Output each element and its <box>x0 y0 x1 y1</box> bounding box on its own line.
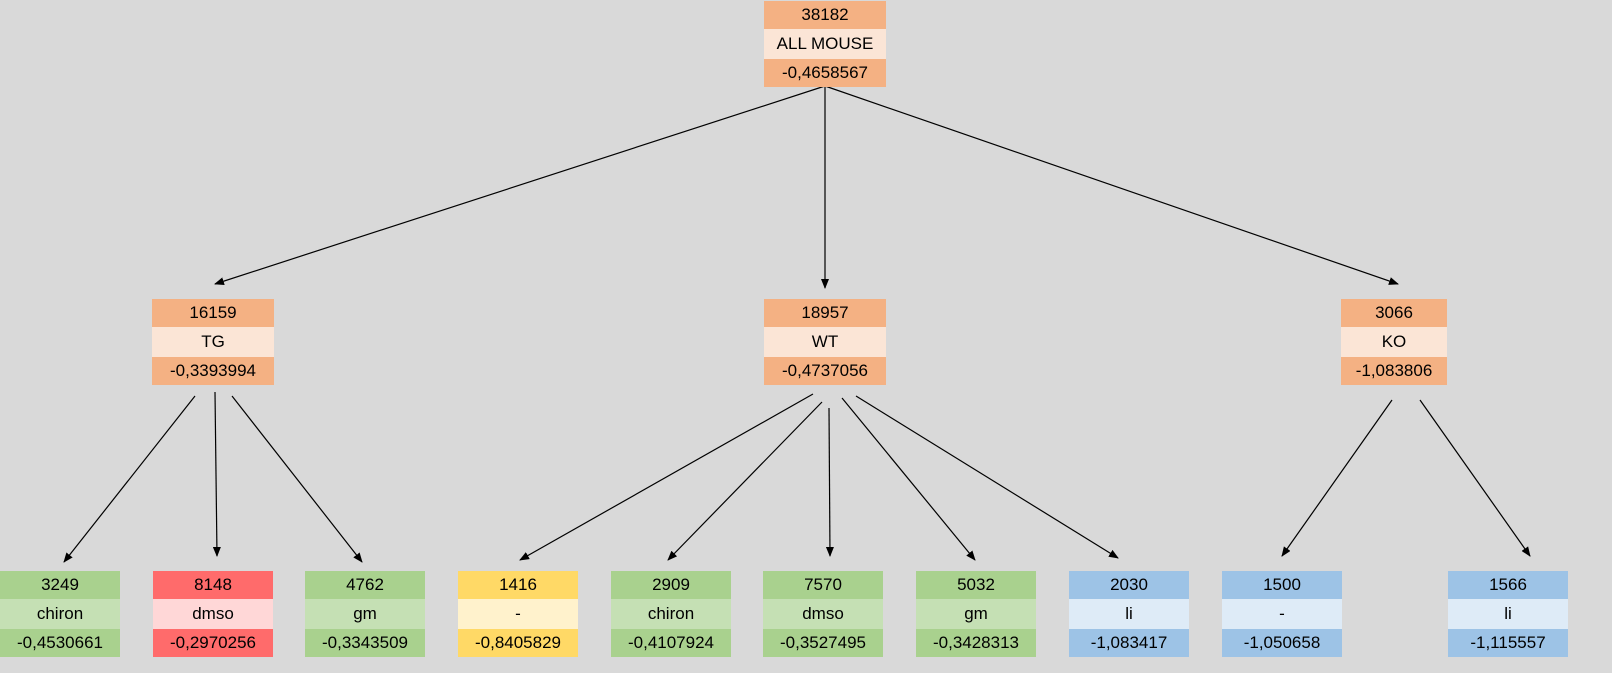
node-value: -0,4530661 <box>0 629 120 657</box>
node-count: 4762 <box>305 571 425 599</box>
node-label: dmso <box>763 599 883 629</box>
edge-wt-gm <box>841 397 976 561</box>
node-wt-dmso: 7570 dmso -0,3527495 <box>763 571 883 657</box>
node-value: -0,3527495 <box>763 629 883 657</box>
node-wt-gm: 5032 gm -0,3428313 <box>916 571 1036 657</box>
node-tg: 16159 TG -0,3393994 <box>152 299 274 385</box>
node-value: -1,083417 <box>1069 629 1189 657</box>
node-label: WT <box>764 327 886 357</box>
edge-tg-gm <box>231 395 363 563</box>
edge-tg-dmso <box>212 391 221 557</box>
node-count: 7570 <box>763 571 883 599</box>
node-value: -1,050658 <box>1222 629 1342 657</box>
node-count: 18957 <box>764 299 886 327</box>
node-value: -0,4737056 <box>764 357 886 385</box>
node-count: 1500 <box>1222 571 1342 599</box>
edge-wt-dash <box>519 393 814 561</box>
node-label: gm <box>916 599 1036 629</box>
node-label: TG <box>152 327 274 357</box>
node-label: gm <box>305 599 425 629</box>
node-value: -1,083806 <box>1341 357 1447 385</box>
node-count: 3066 <box>1341 299 1447 327</box>
node-ko: 3066 KO -1,083806 <box>1341 299 1447 385</box>
node-tg-dmso: 8148 dmso -0,2970256 <box>153 571 273 657</box>
node-label: ALL MOUSE <box>764 29 886 59</box>
edge-wt-li <box>855 395 1119 559</box>
node-count: 1566 <box>1448 571 1568 599</box>
edge-ko-li <box>1419 399 1531 557</box>
node-all-mouse: 38182 ALL MOUSE -0,4658567 <box>764 1 886 87</box>
node-ko-dash: 1500 - -1,050658 <box>1222 571 1342 657</box>
node-value: -0,8405829 <box>458 629 578 657</box>
node-label: - <box>1222 599 1342 629</box>
node-label: li <box>1448 599 1568 629</box>
node-value: -0,2970256 <box>153 629 273 657</box>
edge-wt-chiron <box>667 401 823 561</box>
node-label: chiron <box>611 599 731 629</box>
edge-root-tg <box>214 85 826 286</box>
edge-tg-chiron <box>63 395 196 563</box>
node-wt-li: 2030 li -1,083417 <box>1069 571 1189 657</box>
node-count: 2030 <box>1069 571 1189 599</box>
edge-wt-dmso <box>825 407 834 557</box>
node-tg-gm: 4762 gm -0,3343509 <box>305 571 425 657</box>
node-count: 2909 <box>611 571 731 599</box>
node-count: 8148 <box>153 571 273 599</box>
node-value: -0,3428313 <box>916 629 1036 657</box>
node-wt: 18957 WT -0,4737056 <box>764 299 886 385</box>
node-count: 16159 <box>152 299 274 327</box>
node-value: -0,3393994 <box>152 357 274 385</box>
node-label: - <box>458 599 578 629</box>
edge-root-ko <box>824 85 1399 285</box>
node-label: chiron <box>0 599 120 629</box>
node-label: dmso <box>153 599 273 629</box>
node-ko-li: 1566 li -1,115557 <box>1448 571 1568 657</box>
node-wt-dash: 1416 - -0,8405829 <box>458 571 578 657</box>
node-value: -0,4658567 <box>764 59 886 87</box>
node-label: li <box>1069 599 1189 629</box>
node-value: -1,115557 <box>1448 629 1568 657</box>
node-count: 5032 <box>916 571 1036 599</box>
node-label: KO <box>1341 327 1447 357</box>
node-count: 1416 <box>458 571 578 599</box>
node-value: -0,4107924 <box>611 629 731 657</box>
node-tg-chiron: 3249 chiron -0,4530661 <box>0 571 120 657</box>
node-value: -0,3343509 <box>305 629 425 657</box>
edge-ko-dash <box>1281 399 1393 557</box>
node-wt-chiron: 2909 chiron -0,4107924 <box>611 571 731 657</box>
node-count: 3249 <box>0 571 120 599</box>
node-count: 38182 <box>764 1 886 29</box>
